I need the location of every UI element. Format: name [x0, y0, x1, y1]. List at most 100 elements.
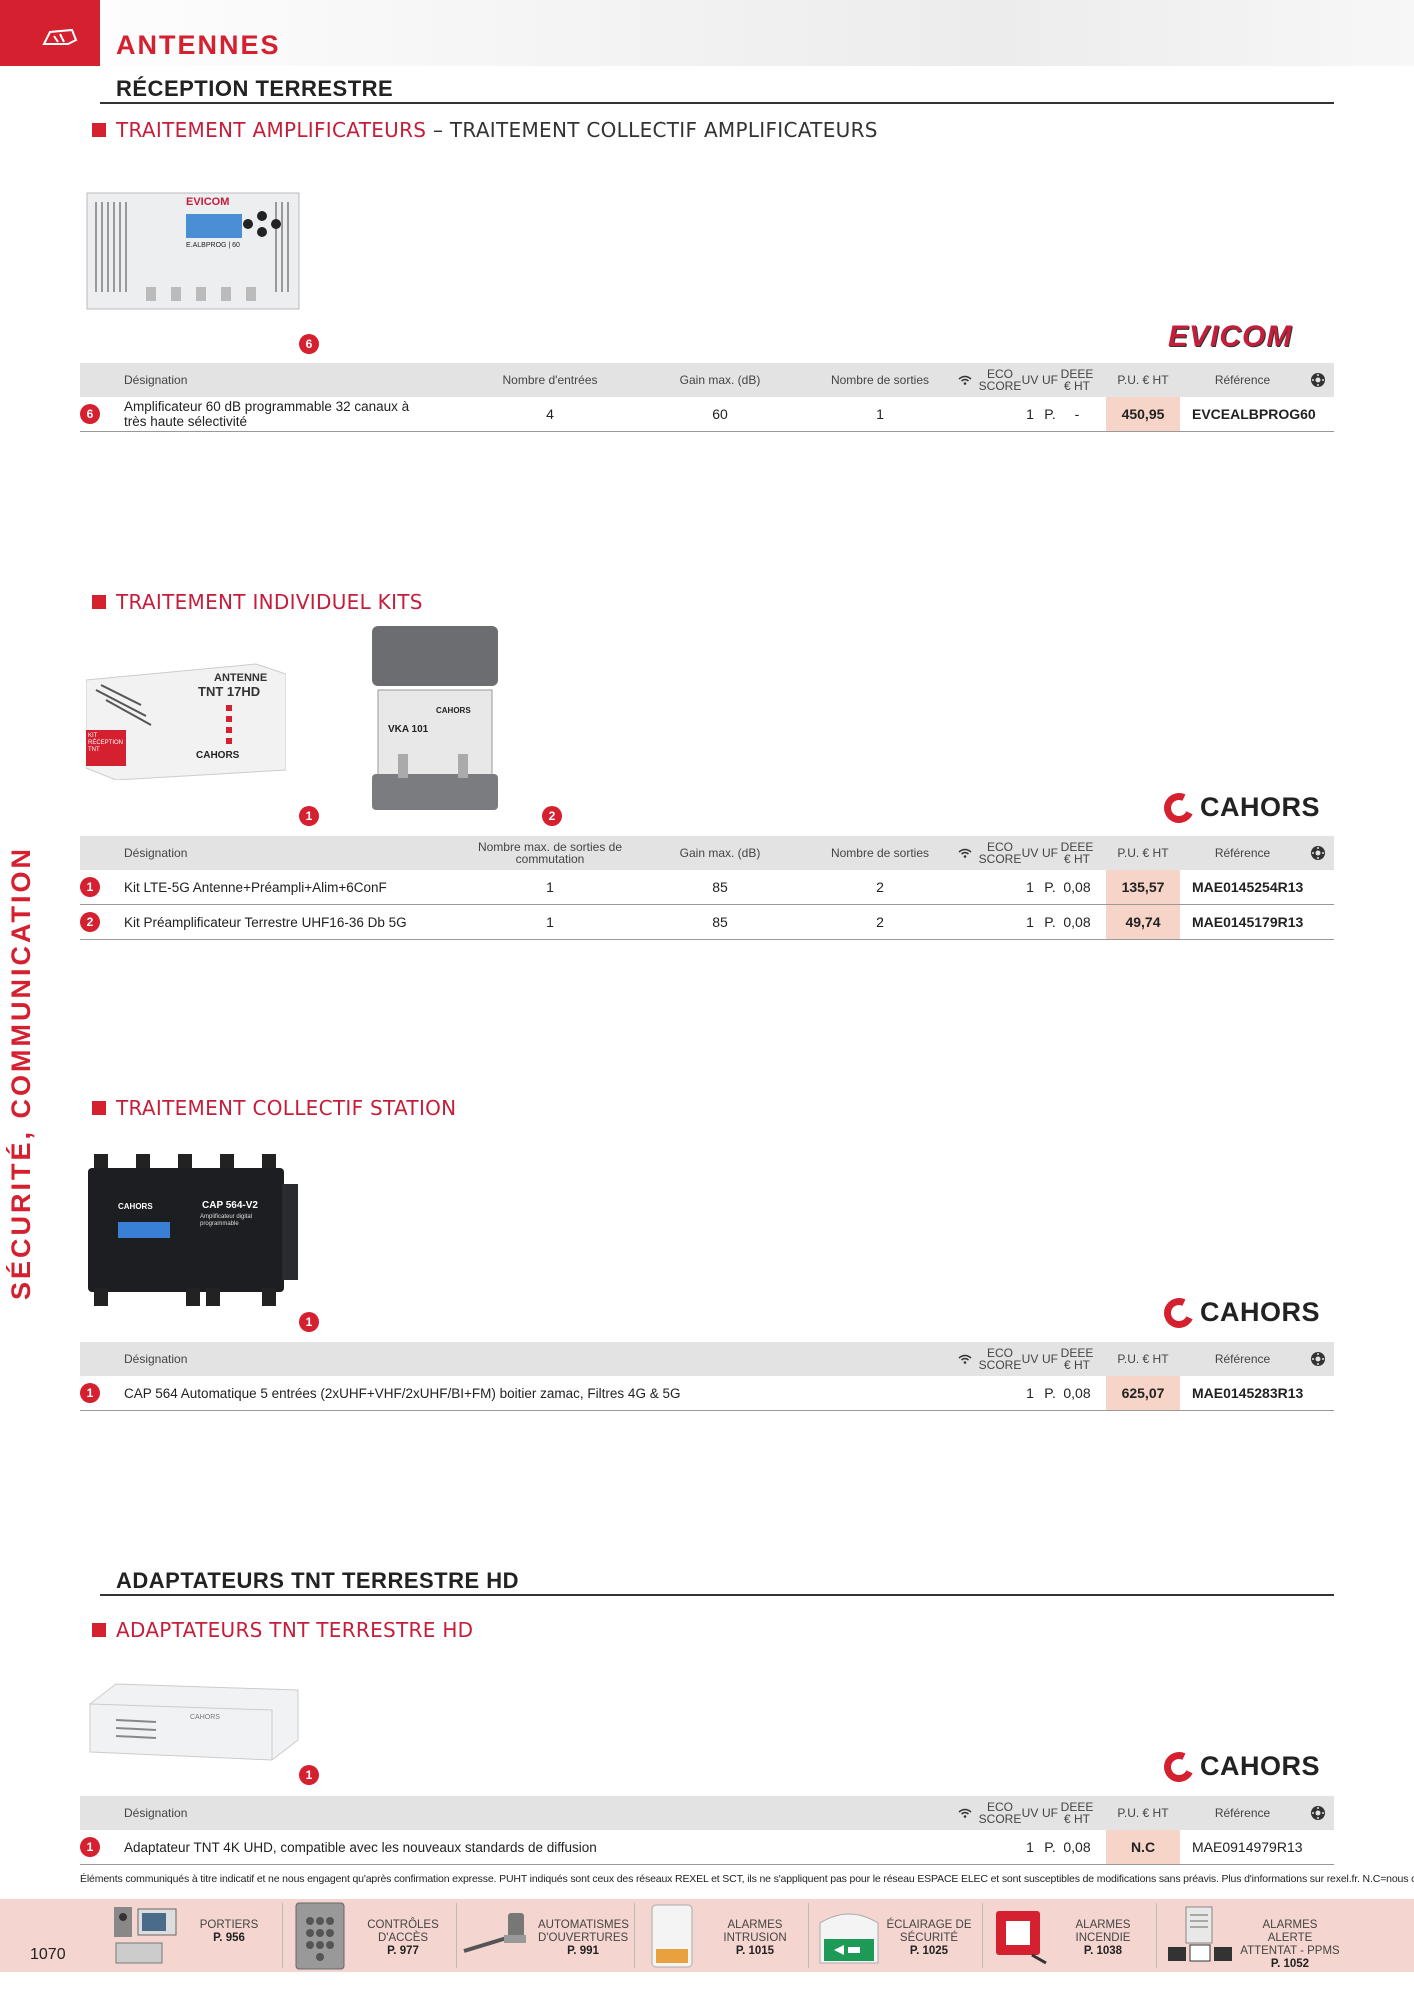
- cell-reference: MAE0145254R13: [1192, 879, 1304, 895]
- nav-separator: [982, 1903, 983, 1968]
- settings-icon: [1308, 363, 1328, 397]
- cell-uf: P.: [1044, 406, 1056, 422]
- col-uv: UV: [1021, 846, 1039, 860]
- subsection-title-amplificateurs: TRAITEMENT AMPLIFICATEURS – TRAITEMENT C…: [92, 118, 878, 142]
- col-eco-score: ECO SCORE: [978, 840, 1022, 866]
- antenna-icon: [42, 28, 78, 45]
- section-divider: [100, 102, 1334, 104]
- nav-label: AUTOMATISMES D'OUVERTURES: [538, 1919, 629, 1944]
- alert-system-icon: [1168, 1906, 1232, 1962]
- cell-uv: 1: [1026, 1839, 1034, 1855]
- col-deee: DEEE € HT: [1060, 367, 1094, 393]
- cahors-logo-text: CAHORS: [1200, 1751, 1321, 1781]
- col-pu: P.U. € HT: [1117, 1352, 1169, 1366]
- product-table-adaptateurs: Désignation ECO SCORE UV UF DEEE € HT P.…: [80, 1796, 1334, 1865]
- image-badge: 1: [299, 1765, 319, 1785]
- col-gain: Gain max. (dB): [679, 846, 761, 860]
- nav-label: ALARMES INCENDIE: [1075, 1919, 1131, 1944]
- bullet-square: [92, 1623, 106, 1637]
- product-table-kits: Désignation Nombre max. de sorties de co…: [80, 836, 1334, 940]
- settings-icon: [1308, 836, 1328, 870]
- nav-separator: [456, 1903, 457, 1968]
- table-header: Désignation ECO SCORE UV UF DEEE € HT P.…: [80, 1796, 1334, 1830]
- nav-label: ALARMES INTRUSION: [723, 1919, 787, 1944]
- col-uf: UF: [1042, 1806, 1058, 1820]
- nav-separator: [634, 1903, 635, 1968]
- cell-gain: 85: [712, 879, 728, 895]
- emergency-light-icon: [819, 1913, 879, 1964]
- bullet-square: [92, 1101, 106, 1115]
- cell-reference: MAE0145283R13: [1192, 1385, 1304, 1401]
- col-entrees: Nombre d'entrées: [502, 373, 598, 387]
- kit-brand: CAHORS: [196, 750, 240, 761]
- col-gain: Gain max. (dB): [679, 373, 761, 387]
- cell-price: 135,57: [1106, 870, 1180, 904]
- wifi-icon: [955, 363, 975, 397]
- cell-sorties: 2: [876, 879, 884, 895]
- nav-page: P. 1015: [735, 1945, 775, 1957]
- nav-label: ÉCLAIRAGE DE SÉCURITÉ: [886, 1919, 972, 1944]
- kit-tag: KIT RÉCEPTION TNT: [88, 733, 124, 753]
- image-badge: 1: [299, 806, 319, 826]
- col-deee: DEEE € HT: [1060, 1800, 1094, 1826]
- antenna-kit-image: ANTENNE TNT 17HD KIT RÉCEPTION TNT CAHOR…: [85, 660, 287, 781]
- col-sorties: Nombre de sorties: [830, 846, 930, 860]
- cell-uv: 1: [1026, 1385, 1034, 1401]
- row-badge: 2: [80, 912, 100, 932]
- nav-page: P. 1038: [1083, 1945, 1123, 1957]
- cell-sorties-commutation: 1: [546, 914, 554, 930]
- wifi-icon: [955, 1796, 975, 1830]
- evicom-logo: EVICOM: [1168, 320, 1293, 353]
- nav-page: P. 977: [387, 1945, 419, 1957]
- adapter-brand: CAHORS: [190, 1714, 220, 1721]
- cell-designation: Kit Préamplificateur Terrestre UHF16-36 …: [124, 914, 407, 930]
- subsection-title-station: TRAITEMENT COLLECTIF STATION: [92, 1096, 456, 1120]
- col-pu: P.U. € HT: [1117, 846, 1169, 860]
- col-deee: DEEE € HT: [1060, 840, 1094, 866]
- cell-price: 49,74: [1106, 905, 1180, 939]
- gate-motor-icon: [463, 1913, 526, 1953]
- cell-deee: 0,08: [1063, 879, 1091, 895]
- nav-page: P. 1052: [1270, 1958, 1310, 1970]
- bullet-square: [92, 595, 106, 609]
- table-header: Désignation Nombre d'entrées Gain max. (…: [80, 363, 1334, 397]
- cell-deee: 0,08: [1063, 1385, 1091, 1401]
- col-pu: P.U. € HT: [1117, 1806, 1169, 1820]
- col-designation: Désignation: [124, 1352, 188, 1366]
- wifi-icon: [955, 1342, 975, 1376]
- table-row: 2 Kit Préamplificateur Terrestre UHF16-3…: [80, 905, 1334, 940]
- keypad-icon: [295, 1902, 345, 1970]
- table-row: 6 Amplificateur 60 dB programmable 32 ca…: [80, 397, 1334, 432]
- table-row: 1 CAP 564 Automatique 5 entrées (2xUHF+V…: [80, 1376, 1334, 1411]
- fire-alarm-icon: [996, 1911, 1047, 1965]
- cahors-logo: CAHORS: [1159, 1747, 1321, 1786]
- row-badge: 6: [80, 404, 100, 424]
- tnt-adapter-image: CAHORS: [86, 1680, 300, 1764]
- cell-uv: 1: [1026, 914, 1034, 930]
- cell-uv: 1: [1026, 406, 1034, 422]
- row-badge: 1: [80, 877, 100, 897]
- cell-deee: 0,08: [1063, 1839, 1091, 1855]
- col-designation: Désignation: [124, 846, 188, 860]
- cell-gain: 60: [712, 406, 728, 422]
- table-row: 1 Kit LTE-5G Antenne+Préampli+Alim+6ConF…: [80, 870, 1334, 905]
- image-badge: 1: [299, 1312, 319, 1332]
- col-uf: UF: [1042, 846, 1058, 860]
- settings-icon: [1308, 1342, 1328, 1376]
- row-badge: 1: [80, 1837, 100, 1857]
- section-title-adaptateurs: ADAPTATEURS TNT TERRESTRE HD: [116, 1568, 520, 1593]
- product-table-station: Désignation ECO SCORE UV UF DEEE € HT P.…: [80, 1342, 1334, 1411]
- cell-sorties-commutation: 1: [546, 879, 554, 895]
- cell-price: N.C: [1106, 1830, 1180, 1864]
- nav-label: CONTRÔLES D'ACCÈS: [367, 1919, 439, 1944]
- footer-disclaimer: Éléments communiqués à titre indicatif e…: [80, 1873, 1414, 1885]
- evicom-box-label: EVICOM: [186, 196, 230, 208]
- table-header: Désignation ECO SCORE UV UF DEEE € HT P.…: [80, 1342, 1334, 1376]
